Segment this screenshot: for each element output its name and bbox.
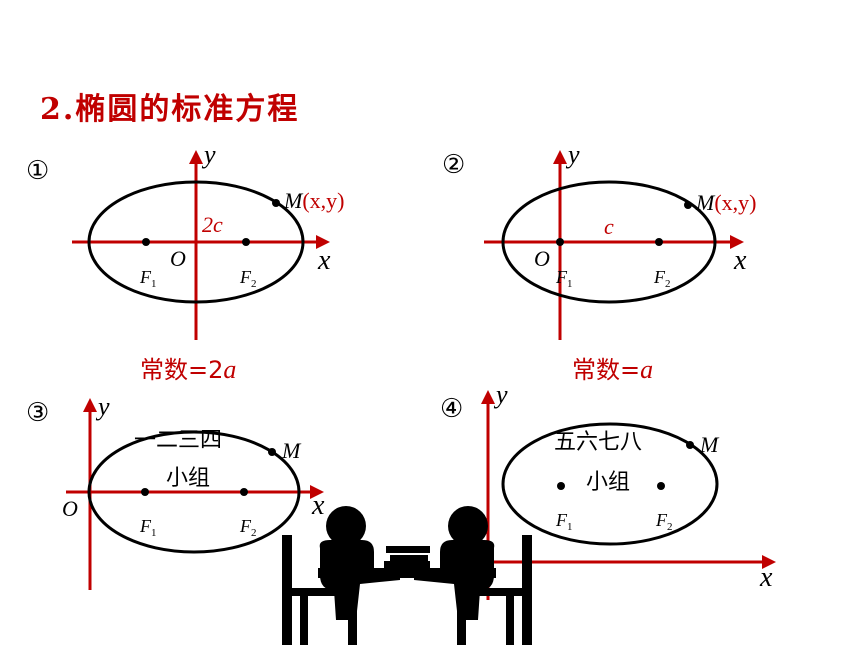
focus-f2-label-1: F2	[240, 267, 257, 290]
focus-f1-label-4: F1	[556, 510, 573, 533]
slide-title: 2.椭圆的标准方程	[40, 92, 300, 127]
x-axis-arrow-4	[762, 555, 776, 569]
panel-3-diagram	[66, 398, 324, 590]
y-axis-arrow-1	[189, 150, 203, 164]
point-m-label-3: M	[282, 438, 301, 463]
origin-label-1: O	[170, 246, 186, 271]
x-axis-label-3: x	[312, 490, 325, 521]
x-axis-label-2: x	[734, 245, 747, 276]
focus-f1-3	[141, 488, 149, 496]
ellipse-1	[87, 180, 305, 304]
focus-f2-2	[655, 238, 663, 246]
panel-number-2: ②	[442, 150, 466, 180]
y-axis-label-3: y	[98, 392, 110, 421]
distance-label-2: c	[604, 214, 614, 239]
panel-1-diagram	[72, 150, 330, 340]
panel-number-4: ④	[440, 394, 464, 424]
origin-label-2: O	[534, 246, 550, 271]
ellipse-4	[501, 422, 719, 546]
constant-label-2: 常数=a	[572, 355, 654, 384]
focus-f2-label-2: F2	[654, 267, 671, 290]
focus-f2-3	[240, 488, 248, 496]
constant-label-1: 常数=2a	[140, 355, 237, 384]
focus-f1-label-1: F1	[140, 267, 157, 290]
panel-2-diagram	[484, 150, 744, 340]
point-m-2	[684, 201, 692, 209]
ellipse-3	[87, 430, 301, 554]
group-label-bottom-4: 小组	[586, 470, 631, 495]
point-m-1	[272, 199, 280, 207]
point-m-label-2: M(x,y)	[696, 190, 757, 215]
focus-f2-label-3: F2	[240, 516, 257, 539]
panel-number-3: ③	[26, 398, 50, 428]
focus-f1-1	[142, 238, 150, 246]
group-label-top-4: 五六七八	[554, 430, 643, 455]
focus-f2-4	[657, 482, 665, 490]
focus-f1-2	[556, 238, 564, 246]
focus-f1-4	[557, 482, 565, 490]
x-axis-label-4: x	[760, 562, 773, 593]
y-axis-arrow-3	[83, 398, 97, 412]
two-people-at-table-icon	[282, 506, 532, 645]
point-m-label-1: M(x,y)	[284, 188, 345, 213]
ellipse-2	[501, 180, 717, 304]
x-axis-arrow-2	[730, 235, 744, 249]
group-label-top-3: 一二三四	[134, 428, 223, 453]
point-m-label-4: M	[700, 432, 719, 457]
y-axis-arrow-2	[553, 150, 567, 164]
panel-number-1: ①	[26, 156, 50, 186]
distance-label-1: 2c	[202, 212, 223, 237]
focus-f1-label-2: F1	[556, 267, 573, 290]
focus-f2-1	[242, 238, 250, 246]
y-axis-label-2: y	[568, 140, 580, 169]
y-axis-label-4: y	[496, 380, 508, 409]
x-axis-label-1: x	[318, 245, 331, 276]
x-axis-arrow-3	[310, 485, 324, 499]
point-m-3	[268, 448, 276, 456]
y-axis-arrow-4	[481, 390, 495, 404]
x-axis-arrow-1	[316, 235, 330, 249]
group-label-bottom-3: 小组	[166, 466, 211, 491]
y-axis-label-1: y	[204, 140, 216, 169]
focus-f2-label-4: F2	[656, 510, 673, 533]
point-m-4	[686, 441, 694, 449]
focus-f1-label-3: F1	[140, 516, 157, 539]
origin-label-3: O	[62, 496, 78, 521]
